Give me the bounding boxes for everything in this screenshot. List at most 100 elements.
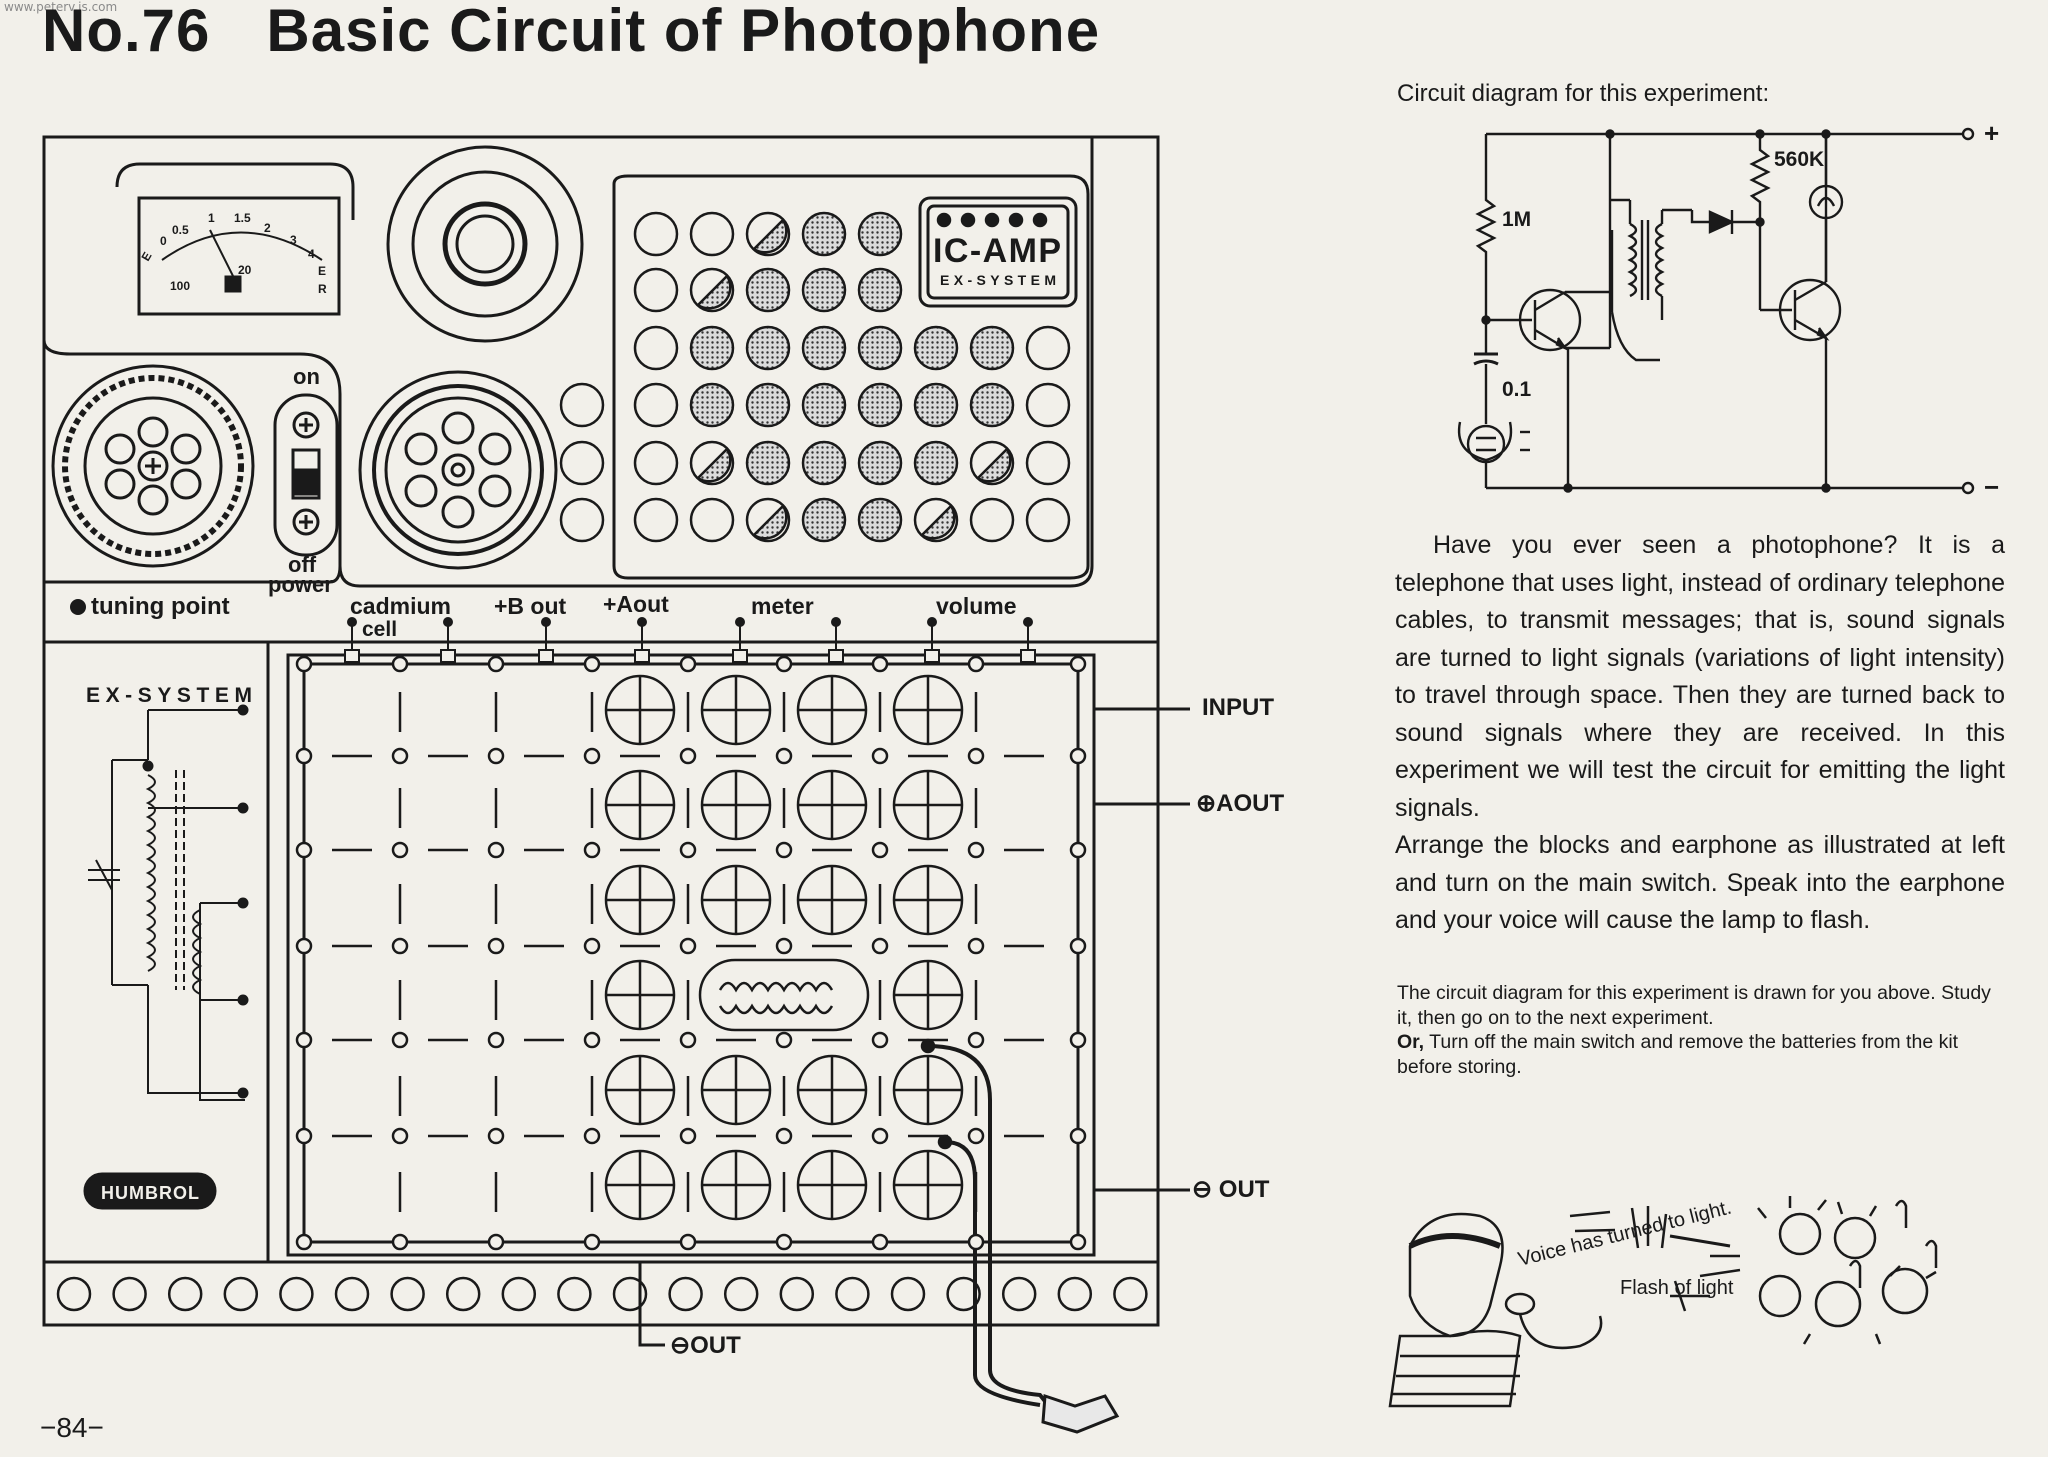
- ic-amp-dot: [1032, 212, 1048, 228]
- socket: [633, 211, 679, 257]
- connector: [679, 937, 697, 955]
- connector: [295, 747, 313, 765]
- socket: [969, 382, 1015, 428]
- lamp-icon: [1778, 1212, 1822, 1256]
- connector: [1069, 1031, 1087, 1049]
- socket: [633, 267, 679, 313]
- bottom-terminal: [890, 1276, 926, 1312]
- connector: [391, 747, 409, 765]
- socket: [857, 497, 903, 543]
- socket: [689, 382, 735, 428]
- meter-sub-100: 100: [170, 279, 190, 293]
- connector: [679, 1127, 697, 1145]
- switch-off-label: off: [288, 552, 317, 577]
- ic-amp-label: IC-AMP: [933, 232, 1061, 270]
- meter-tick-0: 0: [160, 234, 167, 248]
- connector: [391, 1127, 409, 1145]
- bottom-out-label: ⊖OUT: [670, 1332, 741, 1359]
- meter-letter-r2: R: [318, 282, 327, 296]
- connector: [487, 937, 505, 955]
- earphone: [1041, 1393, 1120, 1434]
- terminal-dot: [443, 617, 453, 627]
- note-line-1: The circuit diagram for this experiment …: [1397, 982, 1991, 1029]
- ex-system-label: EX-SYSTEM: [86, 684, 252, 707]
- terminal-cell: cell: [362, 618, 397, 641]
- ic-amp-dot: [936, 212, 952, 228]
- bottom-terminal: [390, 1276, 425, 1312]
- socket: [633, 497, 679, 543]
- lead-dot: [937, 1134, 953, 1150]
- bottom-terminal: [1113, 1276, 1148, 1312]
- resistor-560k-label: 560K: [1774, 148, 1824, 171]
- terminal: [1020, 649, 1036, 663]
- bottom-terminal: [557, 1276, 592, 1312]
- meter-tick-3: 3: [290, 233, 297, 247]
- terminal-dot: [347, 617, 357, 627]
- connector: [487, 1233, 505, 1251]
- transformer-primary: [1627, 222, 1638, 298]
- breadboard-frame: [286, 653, 1096, 1257]
- brand-label: HUMBROL: [101, 1183, 199, 1203]
- connector: [295, 1233, 313, 1251]
- socket: [857, 211, 903, 257]
- socket: [801, 211, 847, 257]
- socket: [969, 325, 1015, 371]
- socket-half: [752, 504, 788, 540]
- terminal-volume: volume: [936, 593, 1017, 619]
- switch-on-label: on: [293, 364, 320, 389]
- bottom-terminal: [835, 1276, 870, 1312]
- socket-half: [696, 447, 732, 483]
- page-number: −84−: [40, 1412, 104, 1443]
- connector: [391, 655, 409, 673]
- power-label: power: [268, 572, 333, 597]
- terminal: [828, 649, 844, 663]
- experiment-title: Basic Circuit of Photophone: [266, 0, 1101, 64]
- connector: [871, 747, 889, 765]
- ic-amp-sub: EX-SYSTEM: [940, 272, 1056, 288]
- meter-tick-15: 1.5: [234, 211, 251, 225]
- resistor-1m: [1475, 134, 1497, 320]
- bottom-terminal: [334, 1276, 370, 1312]
- connector: [295, 1127, 313, 1145]
- paragraph-2: Arrange the blocks and earphone as illus…: [1395, 831, 2005, 934]
- connector: [775, 655, 793, 673]
- bottom-terminal: [1057, 1276, 1093, 1312]
- ic-amp-badge: [918, 196, 1078, 308]
- coil-block: [698, 958, 870, 1032]
- terminal: [732, 649, 748, 663]
- bottom-terminal: [612, 1276, 648, 1312]
- connector: [583, 937, 601, 955]
- capacitor-label: 0.1: [1502, 378, 1532, 401]
- socket-half: [752, 218, 788, 254]
- connector: [679, 1233, 697, 1251]
- watermark: www.peterv.is.com: [4, 0, 118, 14]
- meter-handle: [115, 162, 355, 220]
- bottom-terminal: [56, 1276, 92, 1312]
- socket: [801, 267, 847, 313]
- socket: [801, 497, 847, 543]
- input-label: INPUT: [1202, 694, 1274, 721]
- bottom-terminal: [723, 1276, 759, 1312]
- terminal: [344, 649, 360, 663]
- meter-letter-e2: E: [318, 264, 326, 278]
- cartoon-illustration: Voice has turned to light. Flash of ligh…: [1388, 1196, 1938, 1408]
- socket: [745, 440, 791, 486]
- connector: [967, 1127, 985, 1145]
- connector: [775, 747, 793, 765]
- connector: [1069, 747, 1087, 765]
- ic-amp-dot: [1008, 212, 1024, 228]
- connector: [775, 937, 793, 955]
- minus-sign: −: [1984, 472, 1999, 502]
- boy-body: [1388, 1329, 1522, 1408]
- socket: [913, 440, 959, 486]
- bottom-terminal: [223, 1276, 259, 1312]
- meter-window: [137, 196, 341, 316]
- connector: [871, 655, 889, 673]
- connector: [487, 747, 505, 765]
- experiment-number: No.76: [42, 0, 211, 64]
- socket: [913, 382, 959, 428]
- connector: [967, 655, 985, 673]
- terminal-dot: [1023, 617, 1033, 627]
- body-text: Have you ever seen a photophone? It is a…: [1395, 527, 2005, 940]
- plus-circle-icon: ⊕: [1196, 790, 1217, 817]
